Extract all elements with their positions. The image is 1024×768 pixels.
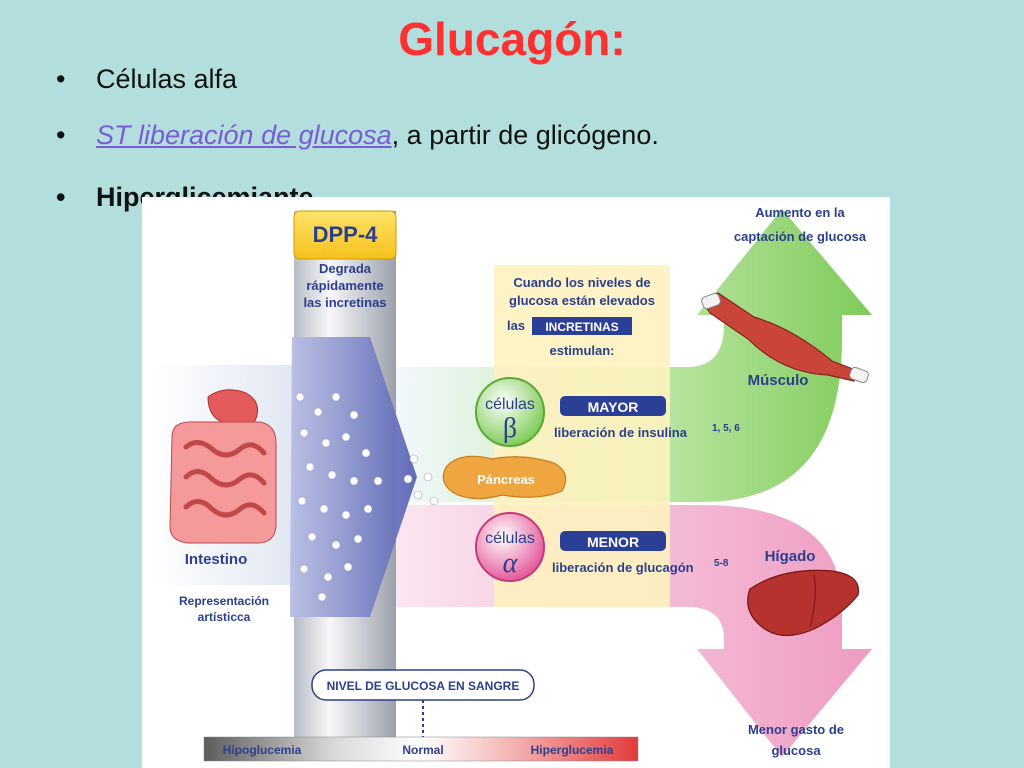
glucagon-text: liberación de glucagón <box>552 560 694 575</box>
pancreas-label: Páncreas <box>477 472 535 487</box>
bullet-glucose-release: ST liberación de glucosa, a partir de gl… <box>56 118 659 152</box>
muscle-icon <box>701 292 869 384</box>
menor-badge-text: MENOR <box>587 534 639 550</box>
dpp4-desc-2: rápidamente <box>306 278 383 293</box>
scale-hyper: Hiperglucemia <box>531 743 614 757</box>
bullet-alpha-cells: Células alfa <box>56 62 659 96</box>
incretinas-badge <box>532 317 632 335</box>
bottom-right-line-1: Menor gasto de <box>748 722 844 737</box>
glucose-release-link[interactable]: ST liberación de glucosa <box>96 120 392 150</box>
mayor-badge <box>560 396 666 416</box>
beta-symbol: β <box>503 413 517 444</box>
menor-badge <box>560 531 666 551</box>
incretin-las: las <box>507 318 525 333</box>
slide-title: Glucagón: <box>398 13 626 65</box>
dpp4-title: DPP-4 <box>313 222 379 247</box>
alpha-symbol: α <box>503 548 519 579</box>
alpha-cells-circle <box>475 512 545 582</box>
dpp4-desc-3: las incretinas <box>303 295 386 310</box>
scale-hypo: Hipoglucemia <box>223 743 302 757</box>
incretin-line-2: glucosa están elevados <box>509 293 655 308</box>
scale-normal: Normal <box>402 743 443 757</box>
artistic-line-2: artísticca <box>198 610 251 624</box>
incretin-line-1: Cuando los niveles de <box>513 275 650 290</box>
top-right-line-1: Aumento en la <box>755 205 845 220</box>
bullet-list: Células alfa ST liberación de glucosa, a… <box>56 62 659 214</box>
glycemia-scale <box>203 736 639 762</box>
artistic-line-1: Representación <box>179 594 269 608</box>
insulin-text: liberación de insulina <box>554 425 688 440</box>
incretin-stimulate: estimulan: <box>549 343 614 358</box>
muscle-label: Músculo <box>748 372 809 389</box>
alpha-cells-word: células <box>485 530 535 547</box>
mayor-badge-text: MAYOR <box>588 399 639 415</box>
liver-label: Hígado <box>765 548 816 565</box>
intestine-icon <box>169 389 277 544</box>
pancreas-icon <box>442 455 567 500</box>
incretinas-badge-text: INCRETINAS <box>545 320 618 334</box>
incretin-dots <box>295 392 439 602</box>
liver-icon <box>747 569 860 637</box>
bottom-right-line-2: glucosa <box>771 743 821 758</box>
diagram-svg: DPP-4 Degrada rápidamente las incretinas… <box>152 205 872 762</box>
blood-level-label: NIVEL DE GLUCOSA EN SANGRE <box>327 679 520 693</box>
glucagon-ref: 5-8 <box>714 558 729 569</box>
incretin-diagram: DPP-4 Degrada rápidamente las incretinas… <box>142 197 890 768</box>
intestine-label: Intestino <box>185 551 248 568</box>
beta-cells-word: células <box>485 396 535 413</box>
dpp4-desc-1: Degrada <box>319 261 372 276</box>
bullet-text: , a partir de glicógeno. <box>391 120 659 150</box>
insulin-ref: 1, 5, 6 <box>712 423 740 434</box>
beta-cells-circle <box>475 377 545 447</box>
top-right-line-2: captación de glucosa <box>734 229 867 244</box>
bullet-text: Células alfa <box>96 64 238 94</box>
